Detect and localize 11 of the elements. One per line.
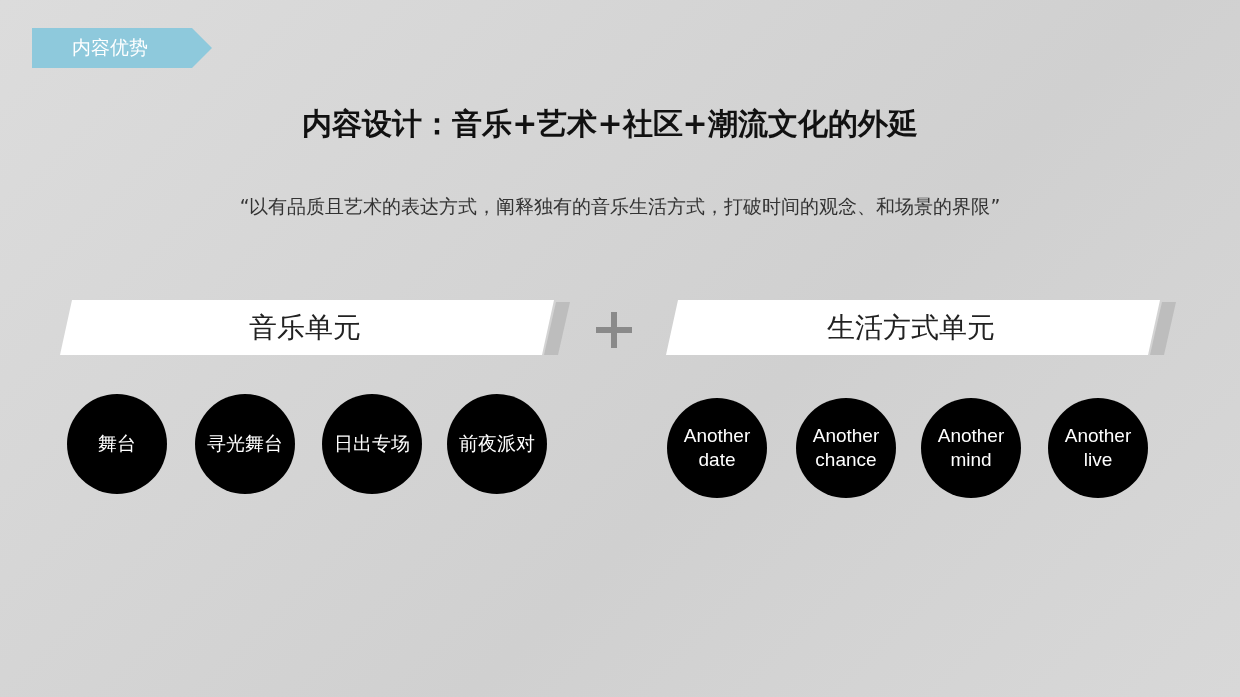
circle-badge: 日出专场	[322, 394, 422, 494]
circle-badge: Another mind	[921, 398, 1021, 498]
circle-badge: 寻光舞台	[195, 394, 295, 494]
circle-badge: Another chance	[796, 398, 896, 498]
quote-text: “以有品质且艺术的表达方式，阐释独有的音乐生活方式，打破时间的观念、和场景的界限”	[238, 194, 1002, 219]
circle-badge: Another date	[667, 398, 767, 498]
circle-badge: Another live	[1048, 398, 1148, 498]
tab-label: 内容优势	[32, 28, 212, 68]
title: 内容设计：音乐+艺术+社区+潮流文化的外延	[301, 105, 919, 143]
circle-badge: 舞台	[67, 394, 167, 494]
circle-badge: 前夜派对	[447, 394, 547, 494]
